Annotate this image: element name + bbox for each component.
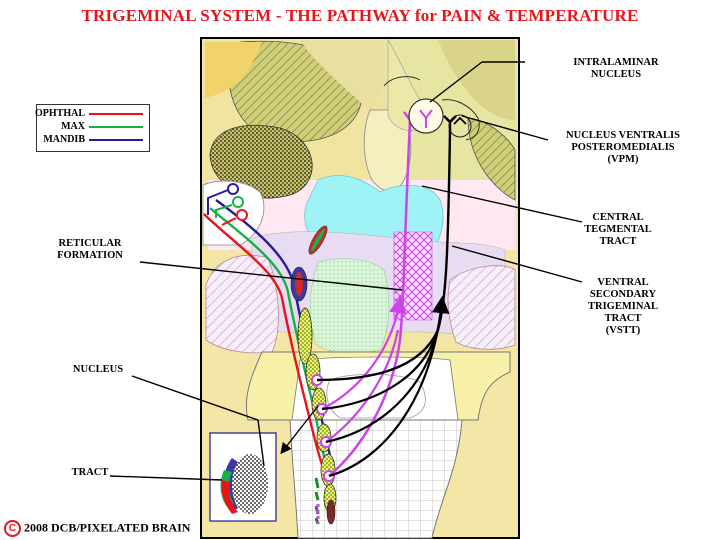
hatched-pink-region — [205, 254, 279, 354]
intralaminar-circle — [408, 98, 444, 134]
legend-label-max: MAX — [61, 121, 85, 132]
legend-swatch-mandib — [89, 139, 143, 141]
legend-row-max: MAX — [37, 121, 149, 133]
diagram-title: TRIGEMINAL SYSTEM - THE PATHWAY for PAIN… — [81, 6, 639, 25]
label-vstt-line2: SECONDARY — [589, 289, 657, 300]
label-vstt-line3: TRIGEMINAL — [587, 301, 658, 312]
label-intralaminar-nucleus: INTRALAMINAR NUCLEUS — [556, 57, 676, 81]
label-tract: TRACT — [71, 467, 109, 478]
copyright-text: 2008 DCB/PIXELATED BRAIN — [24, 520, 191, 535]
legend-label-ophthal: OPHTHAL — [34, 108, 85, 119]
green-dotted-region — [309, 258, 390, 354]
label-intralaminar-line2: NUCLEUS — [590, 69, 642, 80]
legend-swatch-ophthal — [89, 113, 143, 115]
label-reticular-line1: RETICULAR — [58, 238, 122, 249]
magenta-ascending-pathway — [328, 119, 412, 477]
label-ctt-line3: TRACT — [599, 236, 637, 247]
label-vpm-line2: POSTEROMEDIALIS — [571, 142, 675, 153]
label-vpm-line3: (VPM) — [607, 154, 639, 165]
label-ctt-line1: CENTRAL — [592, 212, 644, 223]
label-vpm-line1: NUCLEUS VENTRALIS — [566, 130, 680, 141]
label-central-tegmental-tract: CENTRAL TEGMENTAL TRACT — [568, 212, 668, 248]
label-reticular-formation: RETICULAR FORMATION — [40, 238, 140, 262]
legend-label-mandib: MANDIB — [43, 134, 85, 145]
copyright-notice: C 2008 DCB/PIXELATED BRAIN — [4, 520, 190, 537]
legend-row-mandib: MANDIB — [37, 134, 149, 146]
tract-legend: OPHTHAL MAX MANDIB — [34, 104, 150, 152]
copyright-symbol-icon: C — [4, 520, 21, 537]
label-vstt-line4: TRACT — [604, 313, 642, 324]
label-vpm: NUCLEUS VENTRALIS POSTEROMEDIALIS (VPM) — [548, 130, 698, 166]
label-reticular-line2: FORMATION — [57, 250, 123, 261]
label-vstt: VENTRAL SECONDARY TRIGEMINAL TRACT (VSTT… — [568, 277, 678, 337]
ophthalmic-tract-line — [203, 213, 326, 471]
legend-swatch-max — [89, 126, 143, 128]
label-ctt-line2: TEGMENTAL — [584, 224, 652, 235]
label-nucleus: NUCLEUS — [72, 364, 124, 375]
legend-row-ophthal: OPHTHAL — [34, 108, 149, 120]
label-vstt-line5: (VSTT) — [605, 325, 641, 336]
label-vstt-line1: VENTRAL — [597, 277, 649, 288]
label-intralaminar-line1: INTRALAMINAR — [573, 57, 659, 68]
